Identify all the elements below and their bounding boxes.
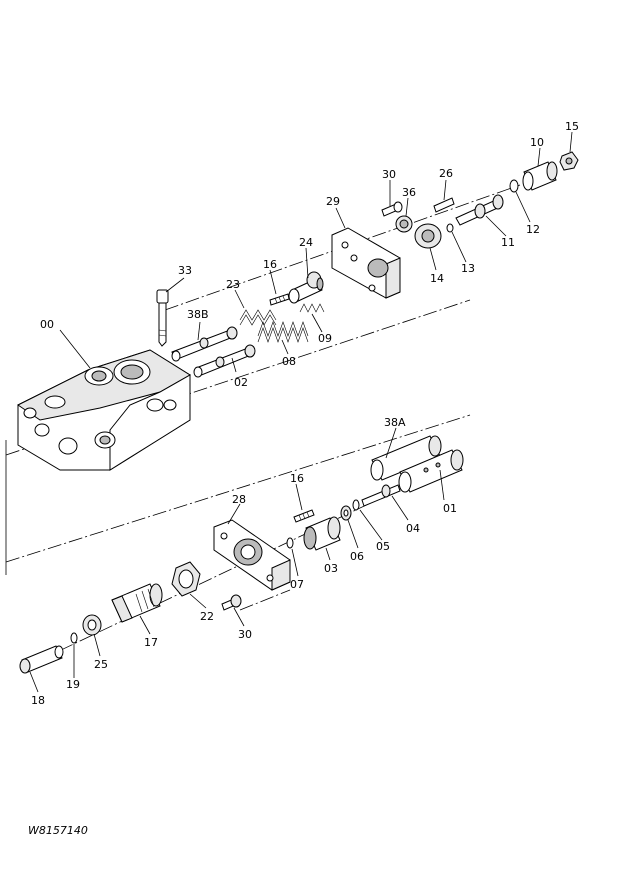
part-33-long-bolt xyxy=(156,289,169,347)
label-30-lower: 30 xyxy=(238,628,252,641)
label-28: 28 xyxy=(232,493,246,506)
label-29: 29 xyxy=(326,195,340,208)
label-17: 17 xyxy=(144,636,158,649)
label-16-lower: 16 xyxy=(290,472,304,485)
part-18-screw xyxy=(19,645,64,674)
label-30-upper: 30 xyxy=(382,168,396,181)
part-11-spindle xyxy=(455,194,504,226)
leader-lines xyxy=(29,131,573,693)
part-30-bolt-upper xyxy=(381,201,403,217)
figure-reference: W8157140 xyxy=(28,824,88,837)
part-17-adjuster xyxy=(111,583,163,623)
label-03: 03 xyxy=(324,562,338,575)
label-07: 07 xyxy=(290,578,304,591)
part-07-o-ring xyxy=(286,537,294,549)
part-38b-rod xyxy=(171,326,238,362)
part-36-nut xyxy=(395,215,413,233)
part-22-nut xyxy=(171,561,201,597)
label-13: 13 xyxy=(461,262,475,275)
part-09-spring xyxy=(299,303,325,313)
label-36: 36 xyxy=(402,186,416,199)
label-00: 00 xyxy=(40,318,54,331)
label-38a: 38A xyxy=(384,416,406,429)
label-15: 15 xyxy=(565,120,579,133)
label-26: 26 xyxy=(439,167,453,180)
part-13-o-ring xyxy=(446,223,454,233)
label-33: 33 xyxy=(178,264,192,277)
part-14-nut xyxy=(414,223,442,249)
label-08: 08 xyxy=(282,355,296,368)
label-16-upper: 16 xyxy=(263,258,277,271)
part-08-spring xyxy=(257,321,309,343)
part-00-valve-body xyxy=(17,349,191,471)
part-06-washer xyxy=(340,505,352,521)
part-29-cover-plate xyxy=(331,227,401,299)
part-10-adjuster xyxy=(522,161,558,191)
label-12: 12 xyxy=(526,223,540,236)
part-16-pin-lower xyxy=(293,509,315,523)
part-01-piston xyxy=(398,449,464,493)
part-25-nut xyxy=(82,614,102,636)
label-09: 09 xyxy=(318,332,332,345)
part-26-pin xyxy=(433,197,455,213)
label-18: 18 xyxy=(31,694,45,707)
label-02: 02 xyxy=(234,376,248,389)
label-24: 24 xyxy=(299,236,313,249)
part-labels: 00 33 38B 02 23 16 08 24 09 29 30 36 26 … xyxy=(31,120,579,707)
label-14: 14 xyxy=(430,272,444,285)
part-04-stem xyxy=(361,484,401,507)
part-03-sleeve xyxy=(303,516,341,551)
part-24-fitting xyxy=(288,271,324,304)
part-12-o-ring xyxy=(509,179,519,193)
label-25: 25 xyxy=(94,658,108,671)
label-04: 04 xyxy=(406,522,420,535)
part-23-spring xyxy=(239,309,277,326)
part-02-rod xyxy=(193,344,256,378)
part-16-pin-upper xyxy=(269,293,290,306)
part-38a-piston xyxy=(370,435,442,481)
part-28-cover-plate xyxy=(213,519,291,591)
label-19: 19 xyxy=(66,678,80,691)
label-23: 23 xyxy=(226,278,240,291)
part-15-cap-nut xyxy=(559,151,579,171)
label-22: 22 xyxy=(200,610,214,623)
label-06: 06 xyxy=(350,550,364,563)
label-10: 10 xyxy=(530,136,544,149)
label-05: 05 xyxy=(376,540,390,553)
label-38b: 38B xyxy=(187,308,209,321)
part-30-bolt-lower xyxy=(221,594,242,611)
label-01: 01 xyxy=(443,502,457,515)
label-11: 11 xyxy=(501,236,515,249)
part-05-ring xyxy=(352,499,360,511)
part-19-o-ring xyxy=(70,632,78,644)
